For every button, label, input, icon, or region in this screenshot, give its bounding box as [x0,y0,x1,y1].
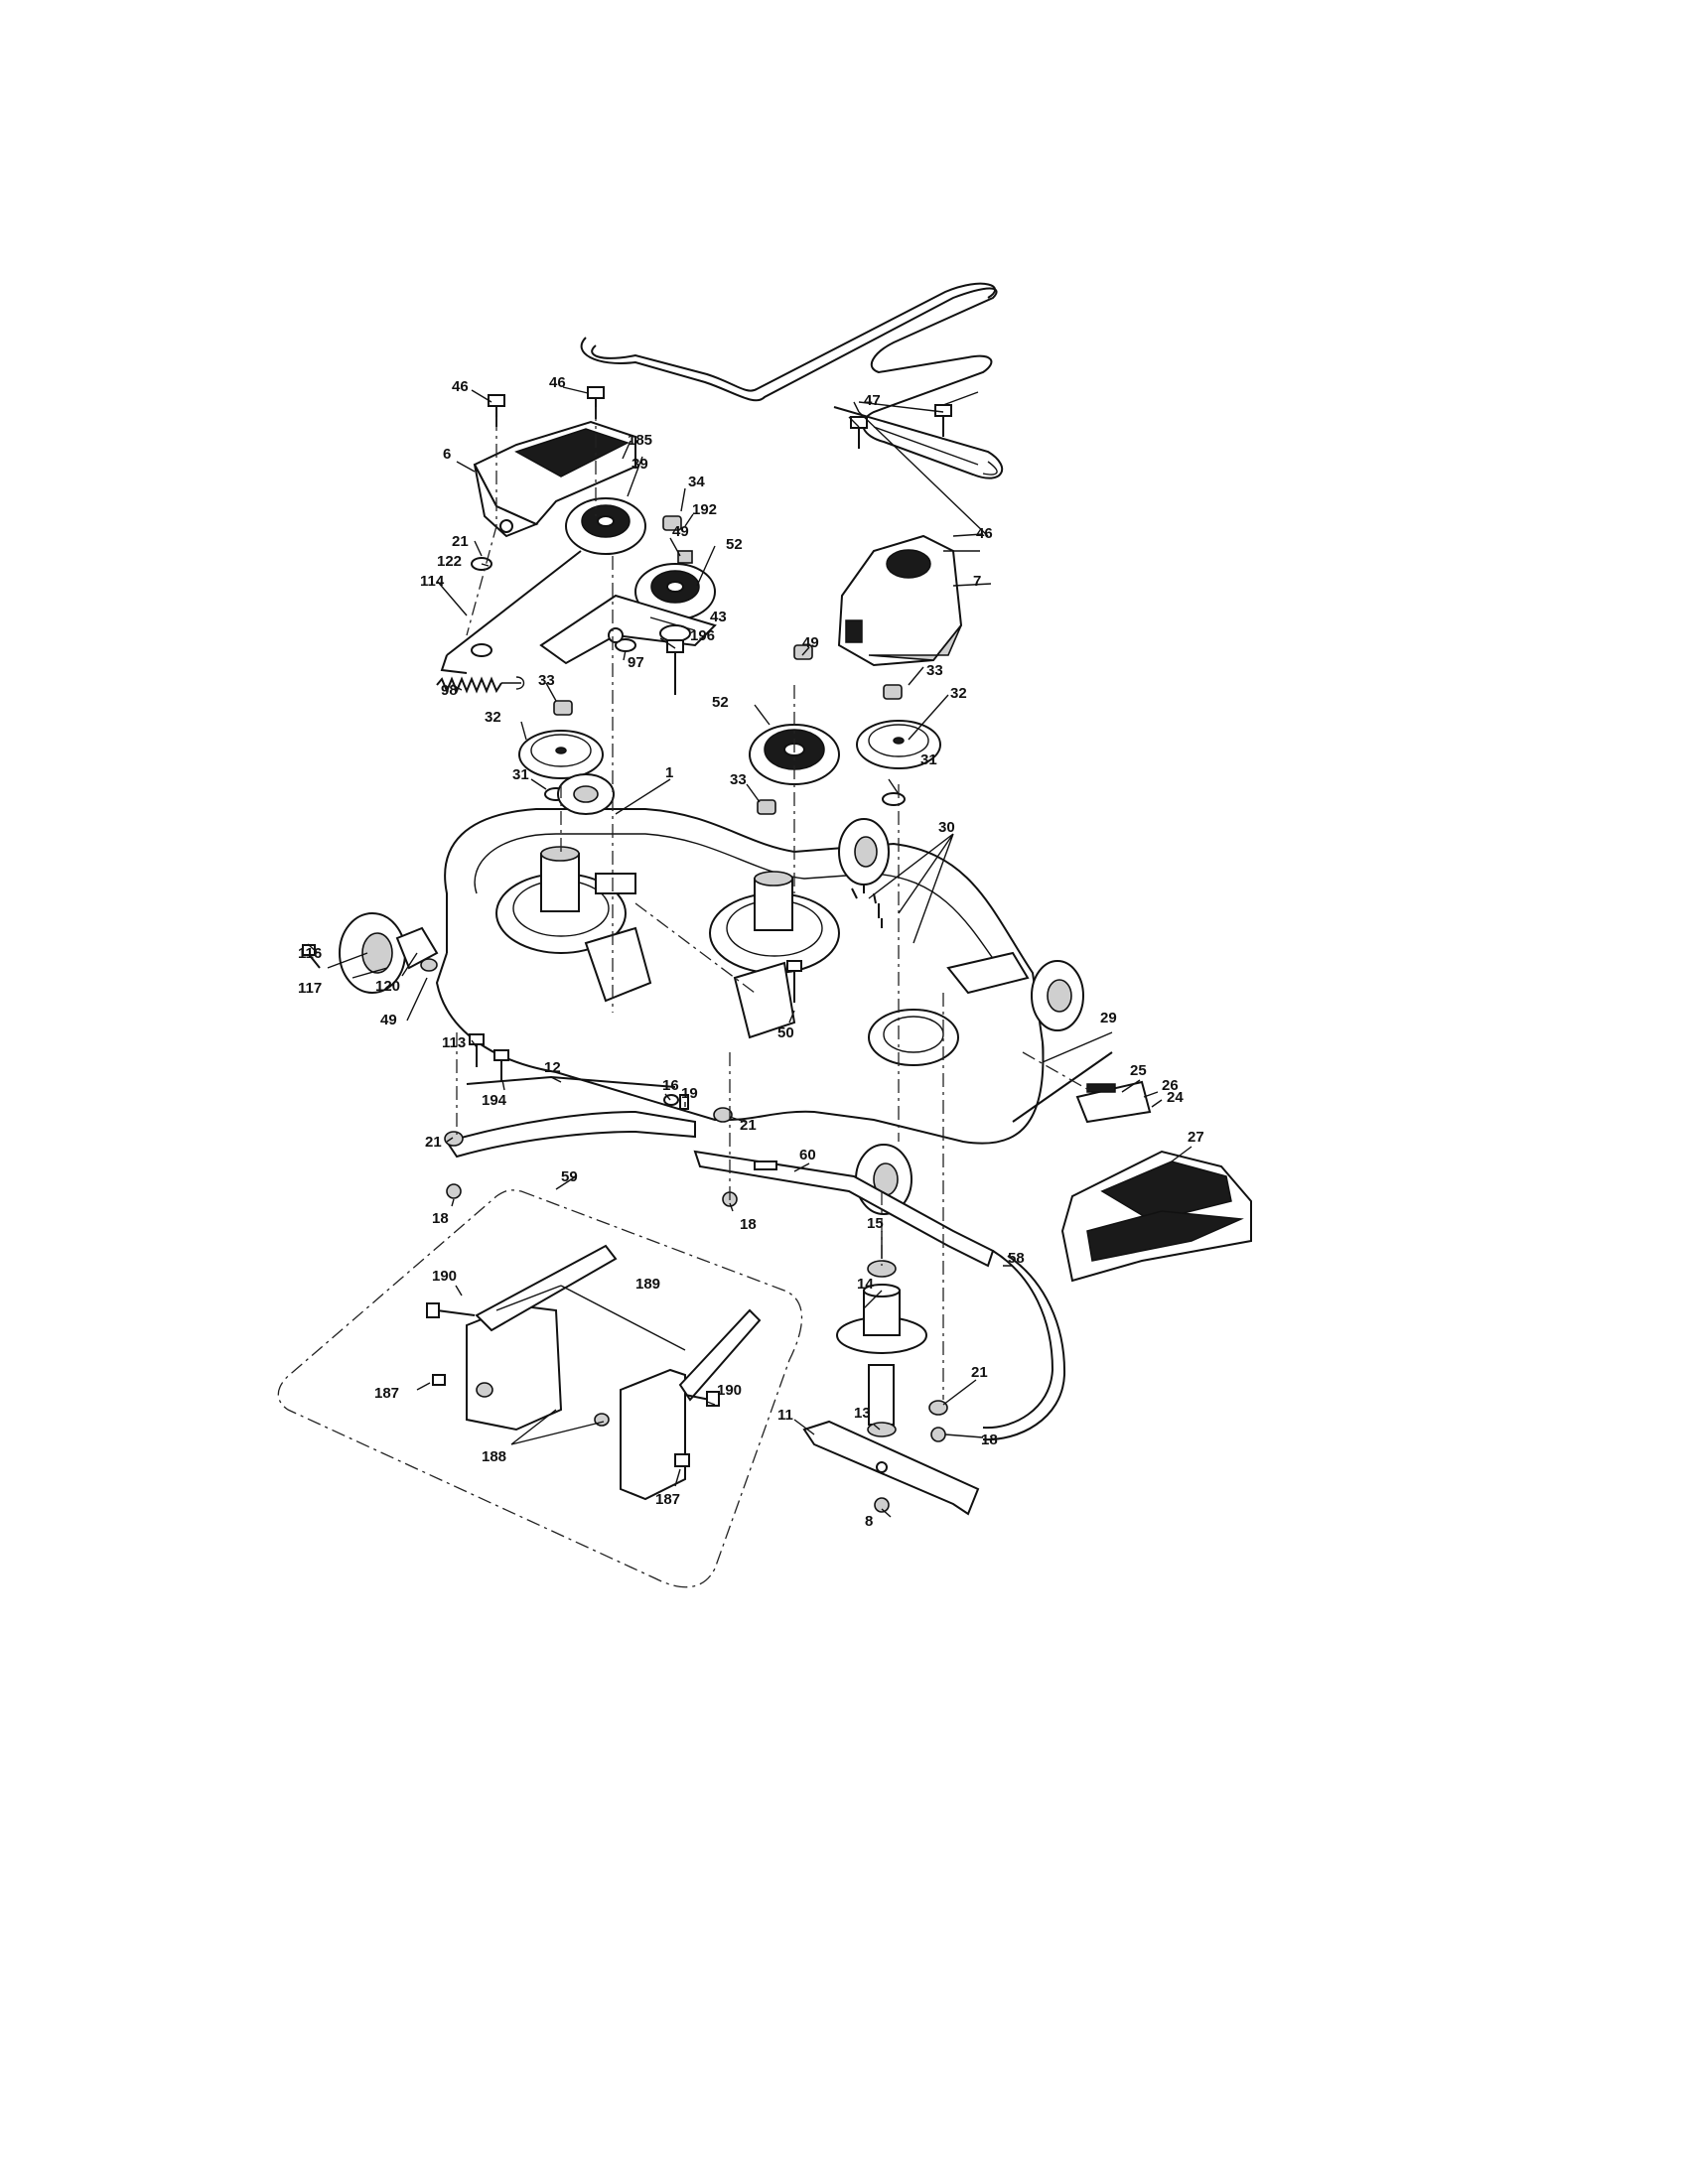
label-12: 12 [544,1059,561,1076]
label-114: 114 [420,573,445,590]
bolt-196 [666,639,684,695]
baffle-59 [445,1110,696,1159]
label-13: 13 [854,1405,871,1422]
mower-belt [580,282,1004,479]
label-26: 26 [1162,1077,1179,1094]
label-11: 11 [777,1407,793,1424]
label-47: 47 [864,392,881,409]
blade-11 [802,1420,980,1516]
label-117: 117 [298,980,322,997]
label-6: 6 [443,446,451,463]
label-187: 187 [655,1491,680,1508]
label-50: 50 [777,1024,794,1041]
pulley-32-left [518,730,604,779]
label-122: 122 [437,553,462,570]
label-18: 18 [740,1216,757,1233]
gauge-wheel-front-right [838,818,890,886]
label-21: 21 [971,1364,988,1381]
label-31: 31 [920,751,937,768]
part-number-labels: 46 46 46 6 185 39 34 192 49 52 21 122 11… [298,374,1204,1530]
label-19: 19 [681,1085,698,1102]
label-21: 21 [740,1117,757,1134]
label-33: 33 [926,662,943,679]
label-196: 196 [690,627,715,644]
label-8: 8 [865,1513,873,1530]
label-52: 52 [712,694,729,711]
label-33: 33 [538,672,555,689]
label-49: 49 [802,634,819,651]
label-34: 34 [688,474,705,490]
baffle-58 [982,1250,1066,1441]
deflector-bracket-25 [1075,1080,1152,1124]
label-43: 43 [710,609,727,625]
label-18: 18 [981,1432,998,1448]
label-31: 31 [512,766,529,783]
label-194: 194 [482,1092,507,1109]
discharge-chute-27 [1060,1150,1252,1283]
label-14: 14 [857,1276,874,1293]
label-60: 60 [799,1147,816,1163]
label-29: 29 [1100,1010,1117,1026]
spring-98 [436,676,525,694]
label-49: 49 [380,1012,397,1028]
rod-29 [1012,1051,1113,1123]
label-98: 98 [441,682,458,699]
baffle-60 [693,1150,995,1268]
label-32: 32 [485,709,501,726]
label-7: 7 [973,573,981,590]
label-58: 58 [1008,1250,1025,1267]
label-46: 46 [452,378,469,395]
idler-pulley-39 [565,497,646,555]
label-49: 49 [672,523,689,540]
label-30: 30 [938,819,955,836]
gauge-wheel-front-left [557,773,615,815]
label-185: 185 [628,432,652,449]
leader-lines [307,386,1193,1518]
rod-114 [440,550,582,674]
belt-cover-right [837,534,963,667]
label-192: 192 [692,501,717,518]
label-25: 25 [1130,1062,1147,1079]
pulley-32-right [856,720,941,769]
label-59: 59 [561,1168,578,1185]
label-18: 18 [432,1210,449,1227]
label-189: 189 [635,1276,660,1293]
label-120: 120 [375,978,400,995]
label-97: 97 [628,654,644,671]
label-46: 46 [549,374,566,391]
mower-deck-housing [435,808,1045,1145]
small-hardware [302,884,948,1513]
label-1: 1 [665,764,673,781]
label-190: 190 [717,1382,742,1399]
label-32: 32 [950,685,967,702]
label-39: 39 [632,456,648,473]
label-188: 188 [482,1448,506,1465]
label-187: 187 [374,1385,399,1402]
assembly-guide-lines [456,407,1093,1400]
idler-pulley-52-top [634,563,716,620]
gauge-wheel-right [946,951,1084,1031]
gauge-wheel-117 [339,912,439,994]
label-113: 113 [442,1034,466,1051]
label-46: 46 [976,525,993,542]
label-16: 16 [662,1077,679,1094]
label-21: 21 [452,533,469,550]
mulch-kit-brackets [426,1244,762,1501]
label-190: 190 [432,1268,457,1285]
label-24: 24 [1167,1089,1184,1106]
spindle-assembly-14 [836,1260,927,1437]
optional-kit-outline [277,1189,803,1588]
label-33: 33 [730,771,747,788]
label-116: 116 [298,945,322,962]
label-21: 21 [425,1134,442,1151]
label-15: 15 [867,1215,884,1232]
pulley-52-center [749,724,840,785]
label-52: 52 [726,536,743,553]
label-27: 27 [1188,1129,1204,1146]
